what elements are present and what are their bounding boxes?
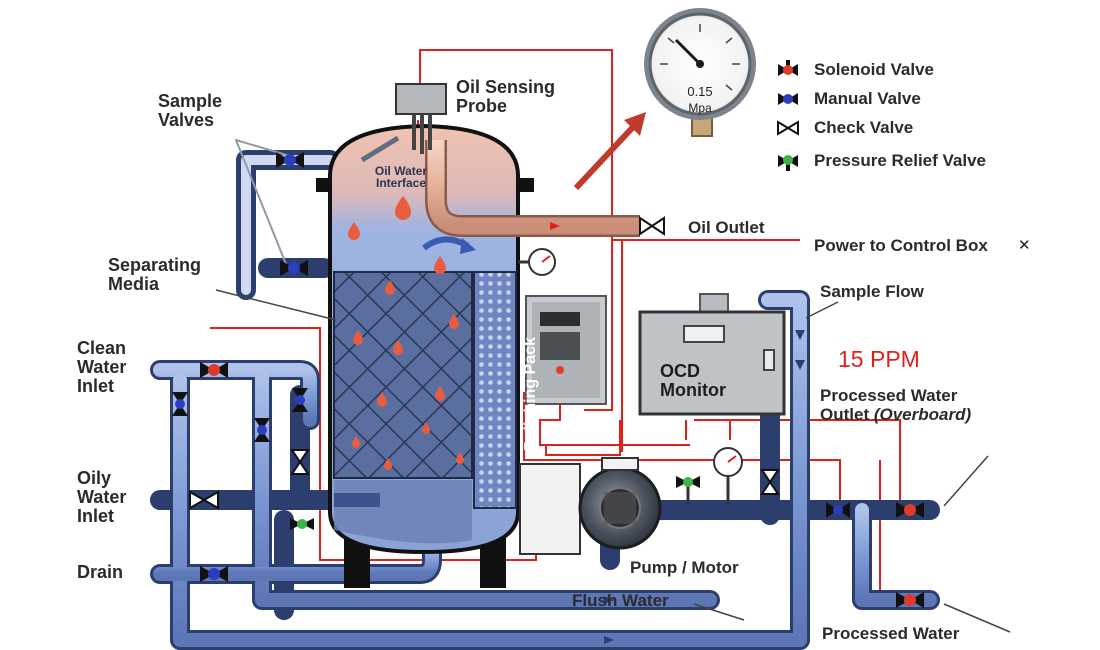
gauge-pointer-arrow (573, 112, 646, 191)
pressure-gauge (644, 8, 756, 137)
check-valve-oil-outlet (639, 216, 665, 236)
small-gauge-pump (713, 447, 743, 505)
label-overboard-word: (Overboard) (873, 405, 972, 424)
oil-droplets (348, 196, 464, 470)
check-valve-sample (760, 469, 780, 495)
small-gauge-tank (518, 248, 556, 276)
flow-arrows (604, 330, 805, 644)
check-valve-icon (777, 120, 799, 136)
label-pump-motor: Pump / Motor (630, 558, 739, 577)
legend-label-manual-valve: Manual Valve (814, 89, 921, 108)
valves (172, 152, 924, 608)
solenoid-valve-icon (778, 60, 798, 76)
manual-valve-icon (778, 93, 798, 105)
close-icon[interactable]: ✕ (1018, 236, 1031, 254)
label-oil-outlet: Oil Outlet (688, 218, 765, 237)
legend-label-pressure-relief-valve: Pressure Relief Valve (814, 151, 987, 170)
ocd-monitor-unit (638, 293, 786, 416)
manual-valve-left-2 (254, 418, 270, 442)
gauge-reading-value: 0.15 (687, 84, 713, 99)
manual-valve-outlet (826, 502, 850, 518)
check-valve-oily (189, 490, 219, 510)
legend-item-check-valve: Check Valve (776, 115, 913, 141)
label-outlet-word: Outlet (820, 405, 874, 424)
label-ppm-reading: 15 PPM (838, 346, 920, 372)
manual-valve-drain (200, 566, 228, 582)
label-oil-water-interface: Oil Water Interface (374, 164, 428, 190)
leader-lines (215, 289, 1011, 633)
solenoid-valve-recirc (896, 592, 924, 608)
pump-motor (519, 457, 662, 555)
gauge-reading-unit: Mpa (688, 101, 712, 115)
manual-valve-sample-top (276, 152, 304, 168)
legend-item-manual-valve: Manual Valve (776, 86, 921, 112)
label-power-to-control-box: Power to Control Box (814, 236, 988, 255)
label-ocd-monitor: OCD Monitor (660, 361, 726, 400)
label-drain: Drain (77, 562, 124, 582)
pressure-relief-valve-pump (676, 476, 700, 505)
label-processed-water-overboard-line2: Outlet (Overboard) (820, 405, 971, 424)
label-separating-media: Separating Media (108, 255, 202, 294)
manual-valve-left-3 (292, 388, 308, 412)
legend-label-check-valve: Check Valve (814, 118, 914, 137)
label-sample-valves: Sample Valves (158, 91, 223, 130)
manual-valve-left-1 (172, 392, 188, 416)
manual-valve-sample-mid (280, 260, 308, 276)
label-processed-water-recirc: Processed Water (822, 624, 960, 643)
label-oily-water-inlet: Oily Water Inlet (77, 468, 127, 526)
legend-item-solenoid-valve: Solenoid Valve (776, 57, 934, 83)
label-flush-water: Flush Water (572, 591, 669, 610)
legend-label-solenoid-valve: Solenoid Valve (814, 60, 934, 79)
label-polishing-pack: Polishing Pack (522, 337, 539, 451)
label-processed-water-overboard-line1: Processed Water (820, 386, 958, 405)
pressure-relief-valve-drain (290, 518, 314, 530)
control-box (525, 295, 607, 405)
separator-tank (316, 83, 640, 588)
solenoid-valve-overboard (896, 502, 924, 518)
legend-item-pressure-relief-valve: Pressure Relief Valve (776, 148, 986, 174)
pressure-relief-valve-icon (778, 155, 798, 171)
label-clean-water-inlet: Clean Water Inlet (77, 338, 127, 396)
solenoid-valve-clean (200, 362, 228, 378)
label-sample-flow: Sample Flow (820, 282, 924, 301)
check-valve-left (290, 449, 310, 475)
label-oil-sensing-probe: Oil Sensing Probe (456, 77, 556, 116)
